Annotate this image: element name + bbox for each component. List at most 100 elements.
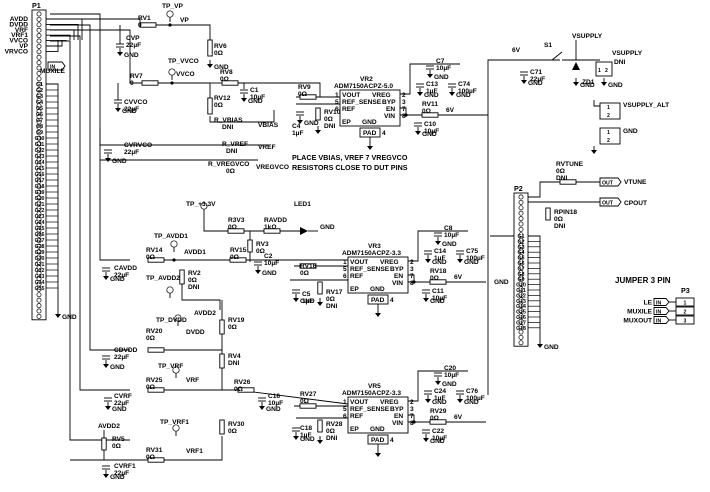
p1-connector-pin xyxy=(36,249,42,255)
vr5-n6: 6 xyxy=(343,413,347,420)
p2-connector-pin xyxy=(518,340,524,346)
vr2-byp: BYP xyxy=(382,99,396,106)
p1-connector-pin xyxy=(36,27,42,33)
p1-bus xyxy=(46,40,59,52)
p2-connector-pin xyxy=(518,232,524,238)
rvbias-val: DNI xyxy=(222,124,234,131)
vr3-part: ADM7150ACPZ-3.3 xyxy=(342,250,401,257)
junction-dot xyxy=(412,280,416,284)
vr2-vreg-net xyxy=(400,63,460,95)
ground-icon xyxy=(435,241,441,245)
p3-row-dir: IN xyxy=(656,310,661,316)
rv6-resistor xyxy=(207,39,213,57)
dvdd-label: DVDD xyxy=(186,329,205,336)
p1-connector-pin xyxy=(36,238,42,244)
p3-row-dir: IN xyxy=(656,319,661,325)
ground-icon xyxy=(293,298,299,302)
ground-icon xyxy=(103,474,109,478)
gnd-label: GND xyxy=(124,52,139,59)
p1-connector-pin xyxy=(36,205,42,211)
rv8-resistor xyxy=(221,80,239,86)
rv4-resistor xyxy=(219,353,225,369)
vr2-ref: VR2 xyxy=(360,76,373,83)
junction-dot xyxy=(170,81,174,85)
vr3-n6: 6 xyxy=(343,273,347,280)
junction-dot xyxy=(404,113,408,117)
rv3-ref: RV3 xyxy=(256,241,269,248)
p1-connector-pin xyxy=(36,11,42,17)
p1-connector-pin xyxy=(36,189,42,195)
gnd-label: GND xyxy=(248,98,263,105)
gnd-label: GND xyxy=(432,259,447,266)
rvtune-ref: RVTUNE xyxy=(556,161,584,168)
vr5-en: EN xyxy=(394,413,403,420)
vrf1-label: VRF1 xyxy=(186,448,203,455)
p1-ground-pin: G8 xyxy=(36,124,43,130)
vr3-pad-box xyxy=(367,294,389,305)
ground-icon xyxy=(425,259,431,263)
tp-vrf1-icon xyxy=(172,424,180,432)
p1-muxile-label: MUXILE xyxy=(40,68,66,75)
vr5-refpin: REF xyxy=(350,413,363,420)
p2-ground-pin: G15 xyxy=(516,310,526,316)
tp-vvco-label: TP_VVCO xyxy=(168,58,199,65)
gnd-label: GND xyxy=(464,399,479,406)
p1-connector-pin xyxy=(36,184,42,190)
gnd-label: GND xyxy=(62,314,77,321)
p2-connector-pin xyxy=(518,210,524,216)
rv1-resistor xyxy=(139,22,157,28)
cavdd-val: 22µF xyxy=(114,272,129,279)
vr2-n7: 7 xyxy=(402,106,406,113)
vr3-n2: 2 xyxy=(410,259,414,266)
gnd-label: GND xyxy=(266,406,281,413)
vr5-n2: 2 xyxy=(410,399,414,406)
p1-ground-pin: G34 xyxy=(35,280,45,286)
rv28-resistor xyxy=(317,419,323,433)
p2-ground-pin: G18 xyxy=(516,326,526,332)
rvref-val: DNI xyxy=(226,148,238,155)
rv26-val: 0Ω xyxy=(234,386,244,393)
vr2-rvin-val: 0Ω xyxy=(422,108,432,115)
rv31-val: 0Ω xyxy=(146,454,156,461)
ravdd-resistor xyxy=(263,228,281,234)
rv8-val: 0Ω xyxy=(220,76,230,83)
avdd-rail xyxy=(50,13,130,261)
rv12-ref: RV12 xyxy=(214,95,231,102)
vr3-ep: EP xyxy=(350,286,359,293)
vr3-n8: 8 xyxy=(410,280,414,287)
p3-in-port xyxy=(653,316,670,324)
ground-icon xyxy=(375,453,381,457)
muxile-port-dir: IN xyxy=(50,65,55,71)
vr2-ep: EP xyxy=(342,119,351,126)
p2-ground-pin: G12 xyxy=(516,293,526,299)
vbias-net xyxy=(209,110,275,123)
p1-connector-pin xyxy=(36,276,42,282)
rvregvco-val: 0Ω xyxy=(226,168,236,175)
p1-signal-vrvco: VRVCO xyxy=(5,48,28,55)
p1-bus xyxy=(46,40,67,42)
p1-ground-pin: G23 xyxy=(35,214,45,220)
rv15-ref: RV15 xyxy=(230,247,247,254)
vr3-6v: 6V xyxy=(454,274,463,281)
c1-val: 10µF xyxy=(250,94,265,101)
gnd-label: GND xyxy=(110,474,125,481)
p2-connector-pin xyxy=(518,199,524,205)
vr3-rvin xyxy=(429,279,447,285)
vr3-n5: 5 xyxy=(343,266,347,273)
rv4-ref: RV4 xyxy=(228,353,241,360)
vr5-ep: EP xyxy=(350,426,359,433)
rv28-val: 0Ω xyxy=(326,428,336,435)
gnd-label: GND xyxy=(262,270,277,277)
cvp-ref: CVP xyxy=(126,35,140,42)
p1-ref: P1 xyxy=(32,1,41,10)
cvvco-ref: CVVCO xyxy=(124,99,147,106)
p2-connector-pin xyxy=(518,324,524,330)
vr5-6v: 6V xyxy=(454,414,463,421)
ground-icon xyxy=(449,92,455,96)
tp-3v3-icon xyxy=(200,202,208,210)
p2-ground-pin: G4 xyxy=(518,250,525,256)
cdvdd-ref: CDVDD xyxy=(114,347,138,354)
cvrvco-ref: CVRVCO xyxy=(124,142,152,149)
p1-ground-pin: G25 xyxy=(35,226,45,232)
tp-avdd2-icon xyxy=(166,286,174,294)
